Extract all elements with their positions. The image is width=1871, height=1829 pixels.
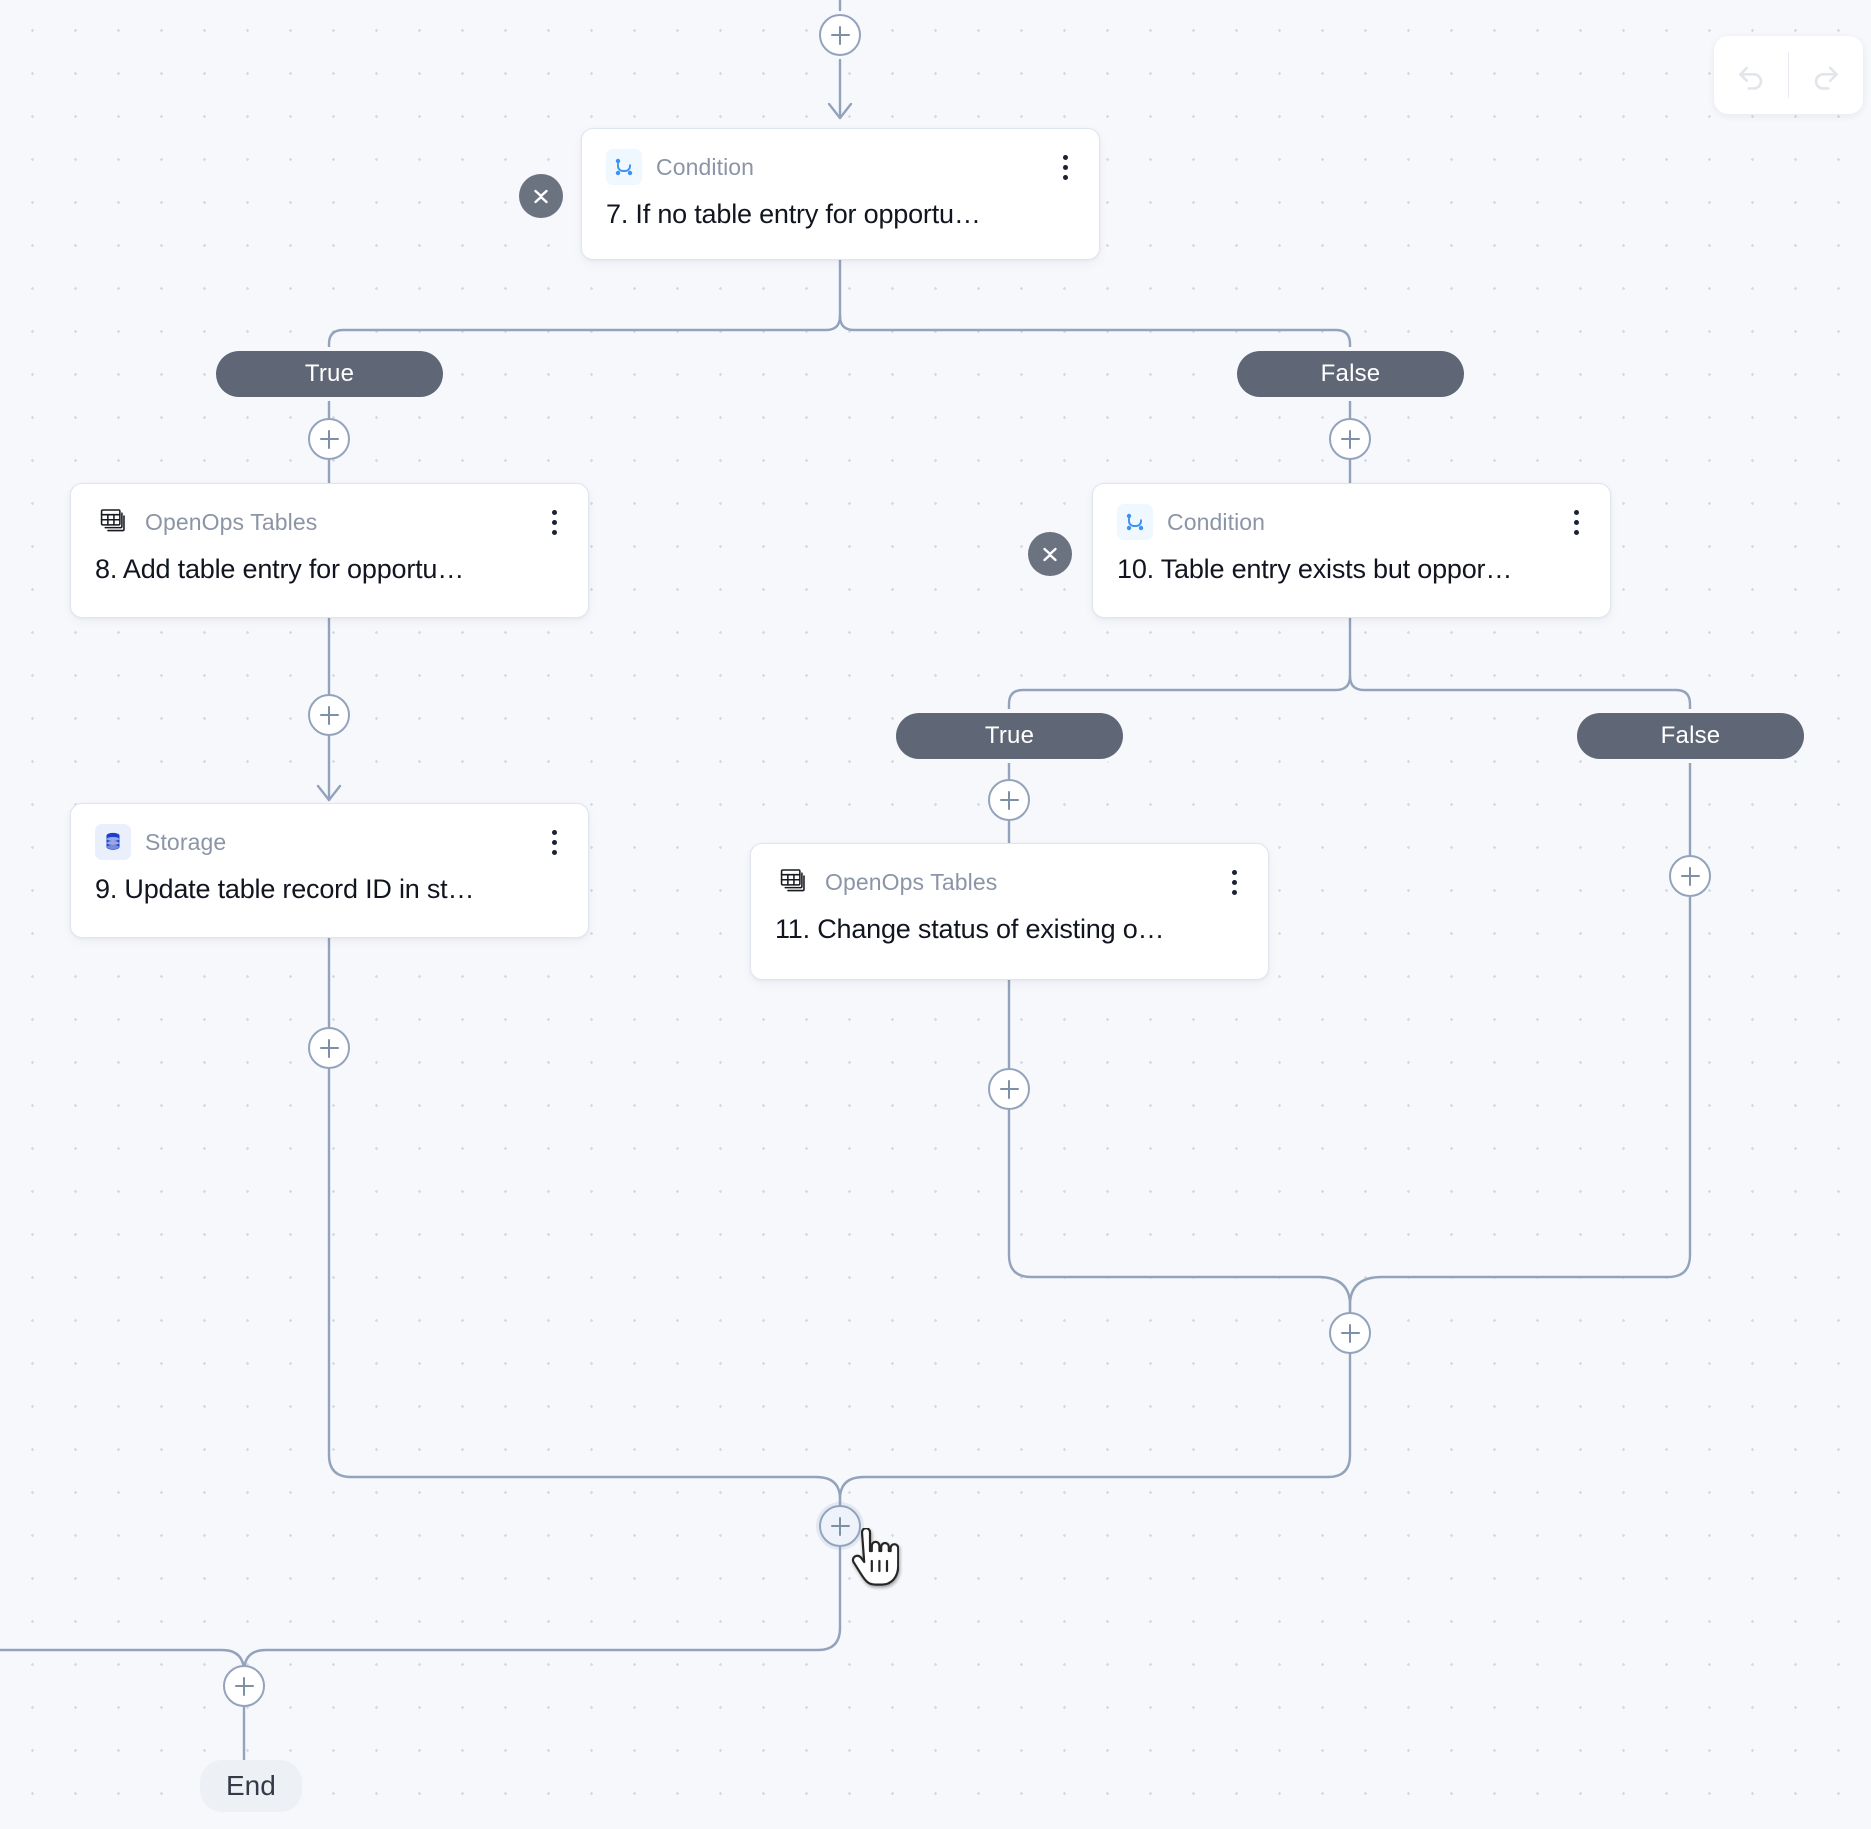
tables-icon	[95, 504, 131, 540]
more-options-icon-step7[interactable]	[1053, 152, 1077, 182]
add-step-after-9[interactable]	[308, 1027, 350, 1069]
step10-title: 10. Table entry exists but oppor…	[1117, 554, 1513, 584]
step10-type-label: Condition	[1167, 508, 1266, 535]
end-node: End	[200, 1760, 302, 1812]
condition-branch-icon	[606, 149, 642, 185]
collapse-toggle-step7[interactable]	[519, 174, 563, 218]
add-step-merge-outer[interactable]	[819, 1505, 861, 1547]
step-card-11[interactable]: OpenOps Tables 11. Change status of exis…	[750, 843, 1269, 980]
redo-button[interactable]	[1789, 36, 1863, 114]
more-options-icon-step8[interactable]	[542, 507, 566, 537]
undo-button[interactable]	[1714, 36, 1788, 114]
add-step-c7-false[interactable]	[1329, 418, 1371, 460]
collapse-toggle-step10[interactable]	[1028, 532, 1072, 576]
step-card-7[interactable]: Condition 7. If no table entry for oppor…	[581, 128, 1100, 260]
undo-icon	[1739, 66, 1763, 90]
step9-header: Storage	[95, 824, 566, 860]
step-card-10[interactable]: Condition 10. Table entry exists but opp…	[1092, 483, 1611, 618]
step-card-8[interactable]: OpenOps Tables 8. Add table entry for op…	[70, 483, 589, 618]
collapse-chevrons-icon	[534, 189, 548, 204]
add-step-after-11[interactable]	[988, 1068, 1030, 1110]
add-step-c10-true[interactable]	[988, 779, 1030, 821]
add-step-top[interactable]	[819, 14, 861, 56]
more-options-icon-step11[interactable]	[1222, 867, 1246, 897]
add-step-merge-inner[interactable]	[1329, 1312, 1371, 1354]
history-divider	[1788, 52, 1790, 98]
add-step-c7-true[interactable]	[308, 418, 350, 460]
add-step-after-8[interactable]	[308, 694, 350, 736]
database-icon	[95, 824, 131, 860]
condition-branch-icon	[1117, 504, 1153, 540]
more-options-icon-step9[interactable]	[542, 827, 566, 857]
history-panel	[1714, 36, 1864, 114]
collapse-chevrons-icon	[1043, 547, 1057, 562]
step7-title: 7. If no table entry for opportu…	[606, 199, 981, 229]
step7-type-label: Condition	[656, 153, 755, 180]
step8-type-label: OpenOps Tables	[145, 508, 318, 535]
step9-title: 9. Update table record ID in st…	[95, 874, 475, 904]
branch-label-c7-true[interactable]: True	[216, 351, 443, 397]
step9-type-label: Storage	[145, 828, 227, 855]
step10-header: Condition	[1117, 504, 1588, 540]
more-options-icon-step10[interactable]	[1564, 507, 1588, 537]
step8-header: OpenOps Tables	[95, 504, 566, 540]
step11-type-label: OpenOps Tables	[825, 868, 998, 895]
branch-label-c10-true[interactable]: True	[896, 713, 1123, 759]
add-step-before-end[interactable]	[223, 1665, 265, 1707]
step7-header: Condition	[606, 149, 1077, 185]
branch-label-c10-false[interactable]: False	[1577, 713, 1804, 759]
add-step-c10-false[interactable]	[1669, 855, 1711, 897]
step11-title: 11. Change status of existing o…	[775, 914, 1165, 944]
step8-title: 8. Add table entry for opportu…	[95, 554, 465, 584]
tables-icon	[775, 864, 811, 900]
step-card-9[interactable]: Storage 9. Update table record ID in st…	[70, 803, 589, 938]
step11-header: OpenOps Tables	[775, 864, 1246, 900]
redo-icon	[1815, 66, 1839, 90]
branch-label-c7-false[interactable]: False	[1237, 351, 1464, 397]
